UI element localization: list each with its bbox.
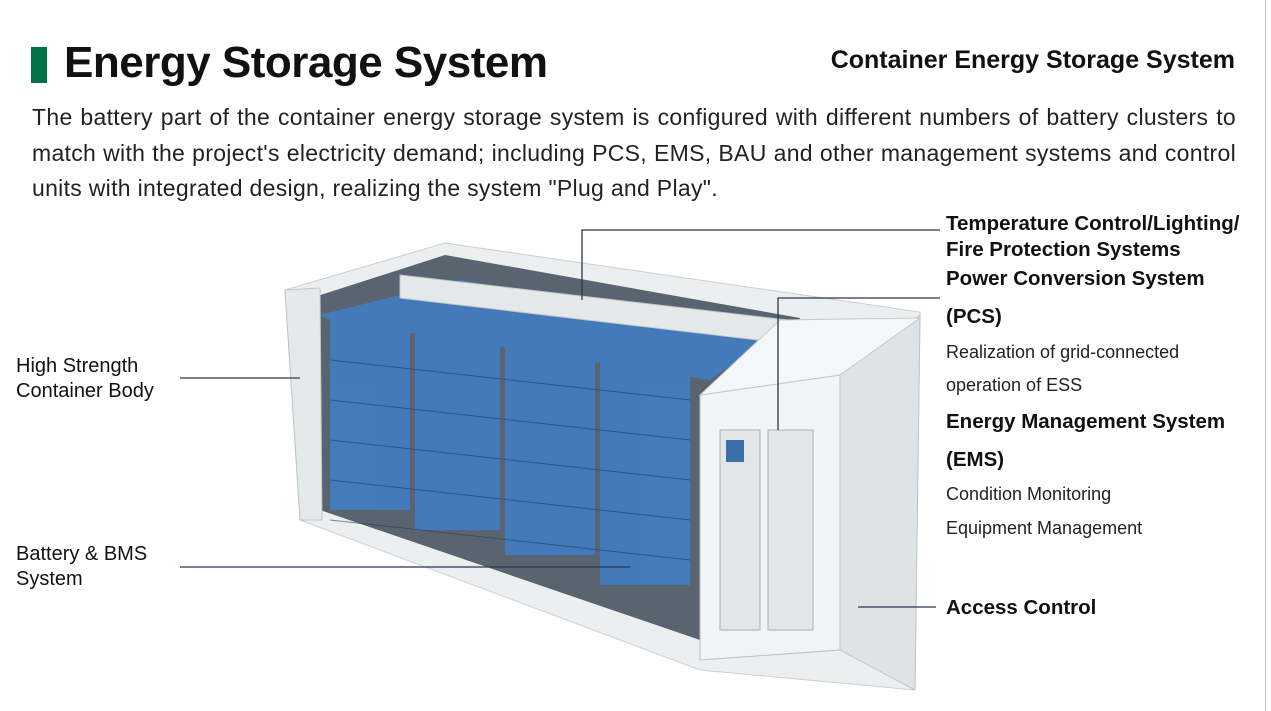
label-pcs-desc-2: operation of ESS	[946, 375, 1083, 395]
label-ems-title: Energy Management System	[946, 410, 1226, 433]
description: The battery part of the container energy…	[32, 104, 1236, 201]
label-line: Container Body	[16, 380, 154, 402]
label-ems-abbr: (EMS)	[946, 448, 1005, 471]
page-title: Energy Storage System	[64, 38, 548, 87]
label-temperature-control: Temperature Control/Lighting/ Fire Prote…	[946, 211, 1239, 263]
page-subtitle: Container Energy Storage System	[830, 46, 1235, 74]
label-container-body: High Strength Container Body	[16, 354, 154, 404]
page-edge-divider	[1265, 0, 1266, 711]
label-pcs-abbr: (PCS)	[946, 305, 1002, 328]
label-line: Temperature Control/Lighting/	[946, 212, 1240, 235]
label-access-control: Access Control	[946, 596, 1097, 619]
label-pcs-title: Power Conversion System	[946, 267, 1205, 290]
label-line: System	[16, 568, 83, 590]
label-battery-bms: Battery & BMS System	[16, 542, 147, 592]
label-ems-desc-1: Condition Monitoring	[946, 484, 1112, 504]
label-pcs-desc-1: Realization of grid-connected	[946, 342, 1180, 362]
label-ems-desc-2: Equipment Management	[946, 518, 1143, 538]
title-accent-bar	[31, 47, 47, 83]
label-line: Fire Protection Systems	[946, 238, 1181, 261]
label-line: High Strength	[16, 355, 139, 377]
label-line: Battery & BMS	[16, 543, 148, 565]
